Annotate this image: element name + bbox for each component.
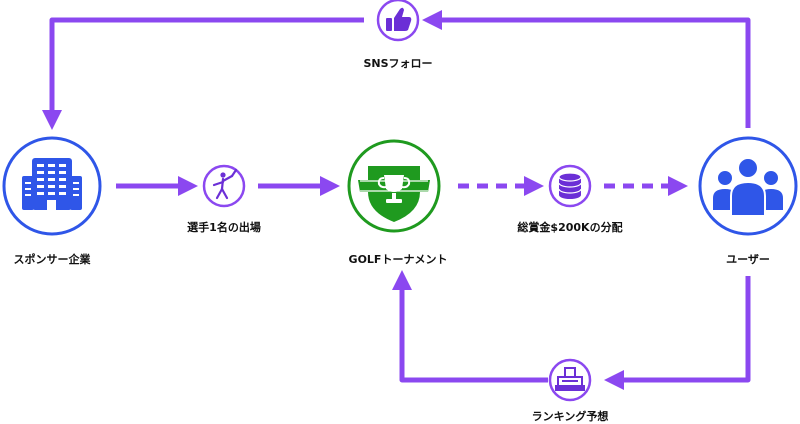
- connectors: [42, 10, 751, 390]
- tournament-node: [347, 139, 441, 233]
- users-group-icon: [711, 157, 785, 217]
- thumbs-up-icon: [386, 7, 412, 31]
- sns-node: [376, 0, 420, 42]
- ranking-label: ランキング予想: [531, 410, 609, 423]
- office-building-icon: [22, 158, 82, 210]
- prize-node: [548, 164, 592, 208]
- ranking-node: [548, 358, 592, 402]
- prize-label: 総賞金$200Kの分配: [517, 221, 623, 234]
- golfer-icon: [212, 168, 238, 200]
- users-node: [698, 136, 798, 236]
- coin-stack-icon: [558, 172, 582, 199]
- sponsor-node: [2, 136, 102, 236]
- sns-label: SNSフォロー: [363, 57, 433, 70]
- ranking-podium-icon: [555, 367, 585, 391]
- arrow-users-to-sns: [422, 10, 751, 128]
- player-node: [202, 164, 246, 208]
- tournament-label: GOLFトーナメント: [348, 253, 448, 266]
- arrow-ranking-to-tournament: [392, 270, 548, 383]
- trophy-shield-icon: [352, 166, 436, 222]
- arrow-users-to-ranking: [604, 276, 751, 390]
- users-label: ユーザー: [726, 253, 770, 266]
- player-label: 選手1名の出場: [187, 221, 261, 234]
- arrow-sns-to-sponsor: [42, 17, 364, 130]
- sponsor-label: スポンサー企業: [13, 253, 91, 266]
